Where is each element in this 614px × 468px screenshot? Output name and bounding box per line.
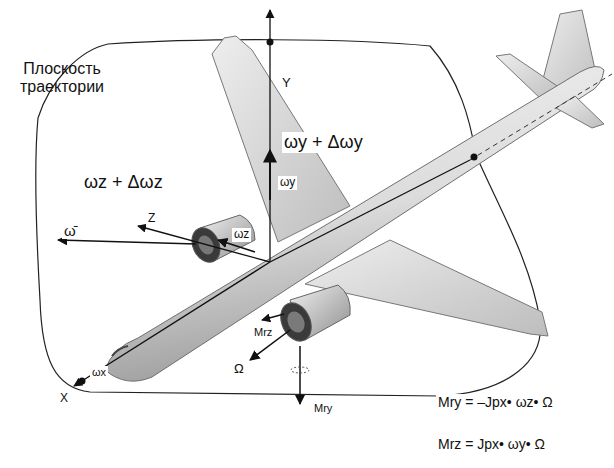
rate-label: ωx xyxy=(90,366,108,379)
formula-text: Mrz = Jpx• ωy• Ω xyxy=(436,436,547,452)
rate-label: ωy + Δωy xyxy=(282,132,365,153)
axis-label: X xyxy=(58,392,70,406)
vector-label: ω̄ xyxy=(62,222,78,239)
region-label: Плоскость траектории xyxy=(2,60,122,97)
rate-label: ωz xyxy=(232,228,251,242)
rate-label: ωz + Δωz xyxy=(82,172,165,193)
moment-label: Mry xyxy=(312,402,334,415)
vector-label: Ω xyxy=(232,362,246,377)
rate-label: ωy xyxy=(278,176,297,190)
formula-text: Mry = –Jpx• ωz• Ω xyxy=(436,394,555,410)
axis-label: Y xyxy=(280,76,293,91)
axis-label: Z xyxy=(146,212,157,226)
moment-label: Mrz xyxy=(252,326,274,339)
